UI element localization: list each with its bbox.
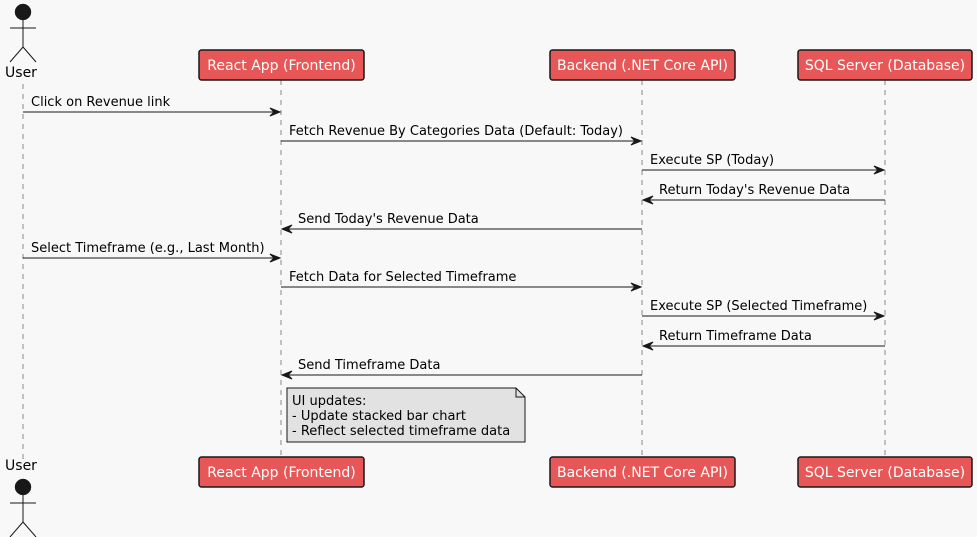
- participant-backend-top: Backend (.NET Core API): [549, 49, 736, 81]
- participant-box: [198, 49, 365, 81]
- arrowhead: [641, 341, 654, 351]
- message-label: Click on Revenue link: [31, 95, 171, 110]
- arrowhead: [269, 253, 282, 263]
- note-shape: [286, 387, 526, 443]
- actor-right-leg: [22, 46, 37, 63]
- message-label: Execute SP (Selected Timeframe): [650, 299, 867, 314]
- participant-label: Backend (.NET Core API): [557, 465, 728, 481]
- actor-head: [14, 478, 32, 496]
- actor-icon: [9, 3, 37, 63]
- participant-label-bottom: User: [5, 458, 37, 474]
- arrowhead: [873, 311, 886, 321]
- note: UI updates:- Update stacked bar chart- R…: [286, 387, 526, 443]
- message-arrow: Send Today's Revenue Data: [280, 212, 642, 234]
- participant-label: Backend (.NET Core API): [557, 58, 728, 74]
- actor-right-leg: [22, 521, 37, 537]
- message-label: Fetch Data for Selected Timeframe: [289, 270, 516, 285]
- message-label: Send Timeframe Data: [298, 358, 440, 373]
- message-arrow: Execute SP (Selected Timeframe): [642, 299, 886, 321]
- message-arrow: Execute SP (Today): [642, 153, 886, 175]
- arrowhead: [269, 107, 282, 117]
- note-line: - Reflect selected timeframe data: [292, 424, 510, 439]
- participant-box: [797, 49, 973, 81]
- participant-label-top: User: [5, 65, 37, 81]
- participants-bottom: User React App (Frontend) Backend (.NET Co…: [5, 456, 973, 537]
- message-label: Execute SP (Today): [650, 153, 774, 168]
- participant-sql-top: SQL Server (Database): [797, 49, 973, 81]
- arrowhead: [630, 136, 643, 146]
- message-label: Fetch Revenue By Categories Data (Defaul…: [289, 124, 623, 139]
- arrowhead: [280, 224, 293, 234]
- participant-label: SQL Server (Database): [805, 58, 965, 74]
- actor-left-leg: [9, 521, 24, 537]
- arrowhead: [641, 195, 654, 205]
- participant-label: React App (Frontend): [207, 58, 355, 74]
- message-arrow: Send Timeframe Data: [280, 358, 642, 380]
- participant-react-top: React App (Frontend): [198, 49, 365, 81]
- message-arrow: Click on Revenue link: [23, 95, 282, 117]
- lifelines: [22, 80, 886, 459]
- message-arrow: Return Today's Revenue Data: [641, 183, 885, 205]
- participant-sql-bottom: SQL Server (Database): [797, 456, 973, 488]
- participant-box: [549, 456, 736, 488]
- message-arrow: Fetch Data for Selected Timeframe: [281, 270, 643, 292]
- arrowhead: [630, 282, 643, 292]
- arrowhead: [280, 370, 293, 380]
- participant-box: [198, 456, 365, 488]
- note-line: - Update stacked bar chart: [292, 409, 466, 424]
- actor-icon: [9, 478, 37, 537]
- message-label: Return Timeframe Data: [659, 329, 812, 344]
- note-fold: [515, 388, 525, 398]
- participant-react-bottom: React App (Frontend): [198, 456, 365, 488]
- participant-box: [797, 456, 973, 488]
- message-label: Select Timeframe (e.g., Last Month): [31, 241, 265, 256]
- participant-label: React App (Frontend): [207, 465, 355, 481]
- participant-box: [549, 49, 736, 81]
- message-arrow: Select Timeframe (e.g., Last Month): [23, 241, 282, 263]
- note-box: UI updates:- Update stacked bar chart- R…: [286, 387, 526, 443]
- participant-backend-bottom: Backend (.NET Core API): [549, 456, 736, 488]
- participant-label: SQL Server (Database): [805, 465, 965, 481]
- participants-top: User React App (Frontend) Backend (.NET Co…: [5, 3, 973, 81]
- message-label: Return Today's Revenue Data: [659, 183, 850, 198]
- actor-head: [14, 3, 32, 21]
- arrowhead: [873, 165, 886, 175]
- message-arrow: Fetch Revenue By Categories Data (Defaul…: [281, 124, 643, 146]
- message-label: Send Today's Revenue Data: [298, 212, 479, 227]
- note-line: UI updates:: [292, 394, 366, 409]
- actor-left-leg: [9, 46, 24, 63]
- message-arrow: Return Timeframe Data: [641, 329, 885, 351]
